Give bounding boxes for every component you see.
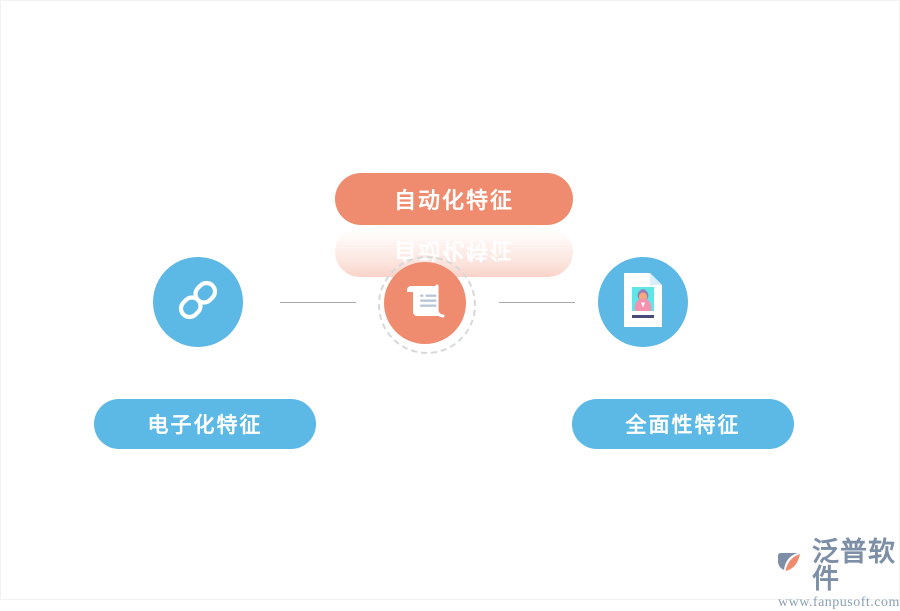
comprehensive-feature-pill[interactable]: 全面性特征 [572,399,794,449]
center-dashed-ring [378,256,476,354]
logo-url-text: www.fanpusoft.com [778,595,900,610]
node-comprehensive-circle[interactable] [598,257,688,347]
scroll-document-icon [402,278,448,329]
connector-center-to-right [499,302,575,303]
logo-row: 泛普软件 [777,539,900,593]
node-automation-circle[interactable] [384,262,466,344]
node-electronic-circle[interactable] [153,257,243,347]
id-card-document-icon [619,271,667,334]
fanpusoft-mark-icon [777,549,809,584]
fanpusoft-logo[interactable]: 泛普软件 www.fanpusoft.com [777,539,900,611]
automation-feature-pill[interactable]: 自动化特征 [335,173,573,225]
electronic-feature-pill[interactable]: 电子化特征 [94,399,316,449]
connector-left-to-center [280,302,356,303]
chain-link-icon [173,275,223,330]
logo-brand-text: 泛普软件 [812,537,896,594]
